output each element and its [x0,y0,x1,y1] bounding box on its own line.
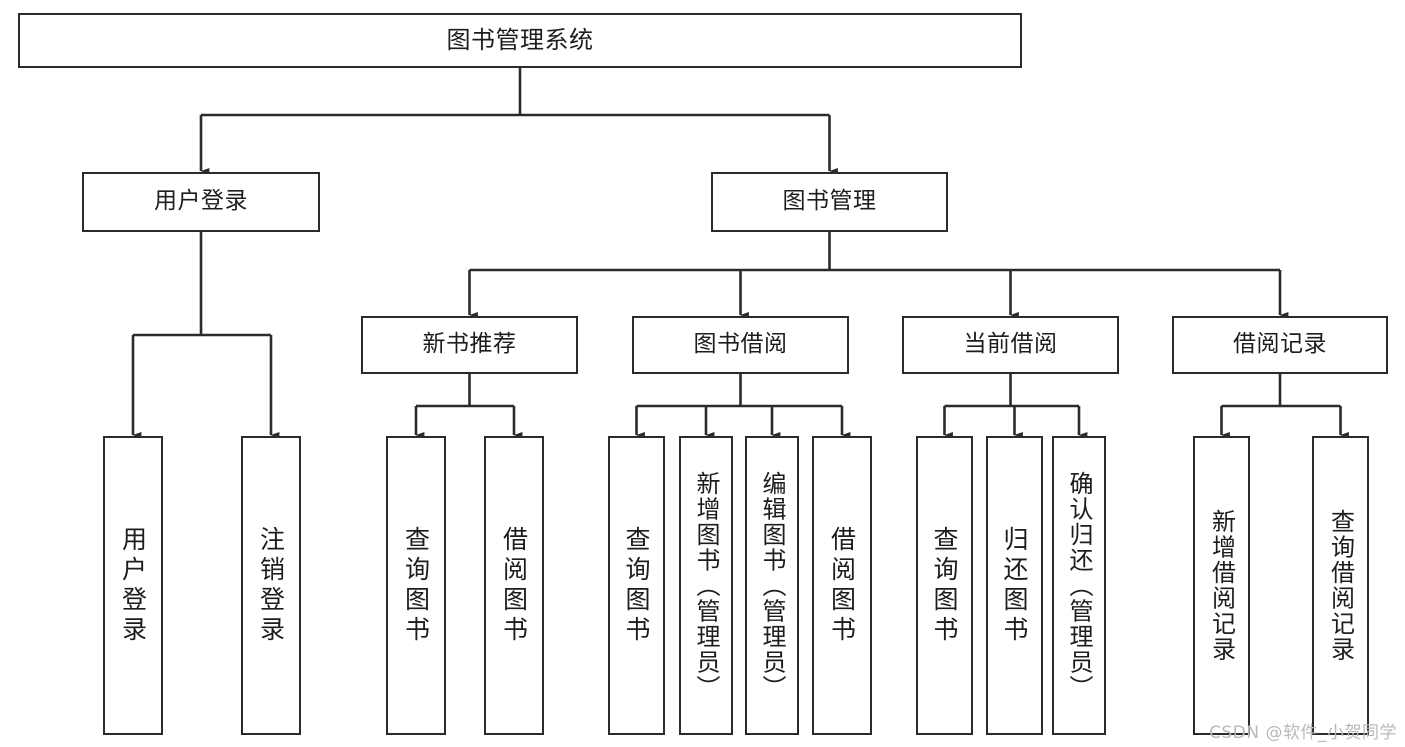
node-label: 注销登录 [256,525,286,646]
node-leaf-add-book[interactable]: 新增图书（管理员） [679,436,733,735]
node-leaf-borrow-book-2[interactable]: 借阅图书 [812,436,872,735]
node-label: 新增借阅记录 [1207,509,1236,662]
node-book-borrow[interactable]: 图书借阅 [632,316,849,374]
node-label: 借阅图书 [827,525,857,646]
node-leaf-query-book-1[interactable]: 查询图书 [386,436,446,735]
node-label: 确认归还（管理员） [1065,470,1093,701]
node-user-login[interactable]: 用户登录 [82,172,320,232]
node-new-book-rec[interactable]: 新书推荐 [361,316,578,374]
node-label: 查询图书 [930,525,959,646]
node-leaf-logout[interactable]: 注销登录 [241,436,301,735]
node-root[interactable]: 图书管理系统 [18,13,1022,68]
node-leaf-borrow-book-1[interactable]: 借阅图书 [484,436,544,735]
node-label: 归还图书 [1000,525,1029,646]
node-leaf-query-record[interactable]: 查询借阅记录 [1312,436,1369,735]
node-label: 查询图书 [401,525,431,646]
node-label: 新增图书（管理员） [692,470,720,701]
node-leaf-confirm-return[interactable]: 确认归还（管理员） [1052,436,1106,735]
node-label: 图书借阅 [693,331,788,358]
node-leaf-return-book[interactable]: 归还图书 [986,436,1043,735]
node-book-manage[interactable]: 图书管理 [711,172,948,232]
node-label: 图书管理系统 [446,26,594,55]
node-leaf-edit-book[interactable]: 编辑图书（管理员） [745,436,799,735]
node-label: 编辑图书（管理员） [758,470,786,701]
csdn-watermark: CSDN @软件_小贺同学 [1209,723,1397,743]
node-leaf-user-login[interactable]: 用户登录 [103,436,163,735]
node-label: 借阅记录 [1233,331,1327,358]
node-label: 查询借阅记录 [1326,509,1355,662]
node-current-borrow[interactable]: 当前借阅 [902,316,1119,374]
node-label: 图书管理 [782,188,877,215]
node-leaf-query-book-2[interactable]: 查询图书 [608,436,665,735]
node-leaf-query-book-3[interactable]: 查询图书 [916,436,973,735]
node-label: 借阅图书 [499,525,529,646]
node-label: 查询图书 [622,525,651,646]
node-label: 当前借阅 [963,331,1058,358]
node-leaf-add-record[interactable]: 新增借阅记录 [1193,436,1250,735]
node-label: 用户登录 [154,188,248,215]
node-borrow-record[interactable]: 借阅记录 [1172,316,1388,374]
node-label: 新书推荐 [422,331,517,358]
node-label: 用户登录 [118,525,148,646]
